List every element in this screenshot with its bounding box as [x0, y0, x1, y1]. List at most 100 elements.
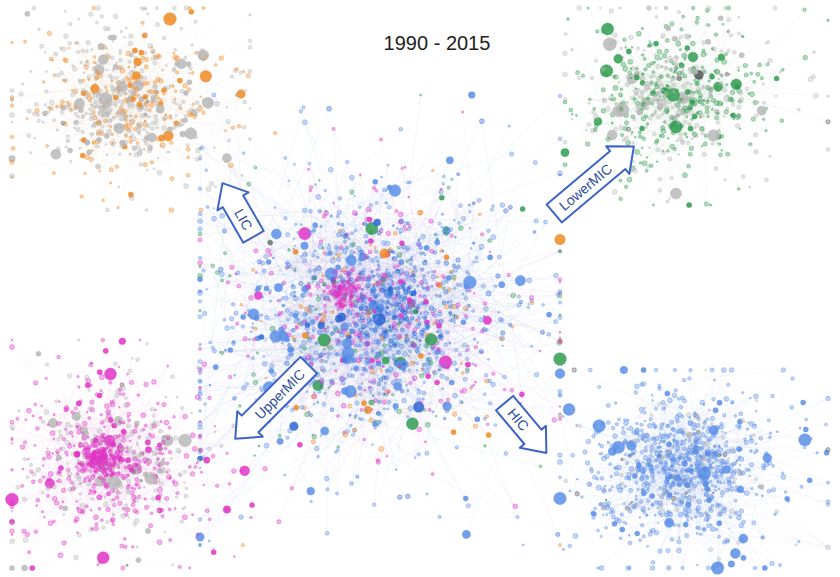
network-node — [198, 212, 202, 216]
network-link — [410, 95, 421, 182]
network-node — [406, 259, 409, 262]
network-node — [423, 382, 425, 384]
network-node — [228, 274, 231, 277]
network-node — [456, 368, 459, 371]
network-node — [409, 345, 411, 347]
network-node — [507, 273, 510, 276]
network-node — [297, 442, 302, 447]
network-node — [263, 356, 265, 358]
network-node — [269, 300, 271, 302]
network-node — [224, 349, 226, 351]
network-node — [198, 187, 201, 190]
network-node — [273, 257, 275, 259]
network-node — [468, 204, 470, 206]
network-node — [386, 269, 388, 271]
network-node — [387, 408, 389, 410]
network-node — [350, 482, 354, 486]
network-node — [286, 318, 289, 321]
network-link — [432, 251, 558, 535]
network-node — [337, 415, 340, 418]
network-node — [313, 403, 315, 405]
network-node — [558, 94, 562, 98]
network-node — [277, 438, 283, 444]
network-node — [285, 309, 289, 313]
network-node — [375, 256, 378, 259]
network-node — [314, 308, 317, 311]
network-node — [372, 395, 374, 397]
network-node — [248, 338, 250, 340]
network-node — [444, 255, 449, 260]
network-node — [228, 163, 233, 168]
network-node — [350, 250, 354, 254]
network-node — [337, 446, 340, 449]
network-node — [269, 271, 273, 275]
network-node — [555, 369, 565, 379]
network-node — [299, 110, 302, 113]
network-node — [500, 203, 505, 208]
network-node — [299, 345, 302, 348]
network-node — [330, 258, 335, 263]
network-node — [380, 368, 382, 370]
network-node — [382, 400, 386, 404]
network-node — [253, 380, 258, 385]
network-node — [364, 389, 366, 391]
network-node — [383, 366, 385, 368]
network-node — [370, 369, 375, 374]
network-node — [265, 315, 269, 319]
network-node — [410, 263, 413, 266]
network-node — [308, 209, 312, 213]
network-node — [396, 350, 400, 354]
network-node — [273, 131, 276, 134]
network-node — [516, 515, 519, 518]
network-node — [370, 400, 375, 405]
network-node — [251, 326, 254, 329]
network-node — [504, 209, 508, 213]
network-node — [228, 375, 232, 379]
network-node — [199, 409, 202, 412]
network-node — [359, 174, 361, 176]
network-node — [539, 465, 542, 468]
network-node — [369, 366, 372, 369]
network-node — [321, 427, 329, 435]
network-node — [202, 311, 207, 316]
network-node — [300, 406, 304, 410]
network-node — [387, 320, 389, 322]
network-node — [351, 368, 353, 370]
network-node — [198, 227, 202, 231]
network-node — [520, 206, 525, 211]
network-link — [374, 460, 378, 505]
network-node — [288, 343, 291, 346]
network-node — [517, 295, 520, 298]
network-node — [440, 188, 442, 190]
network-node — [393, 232, 397, 236]
network-node — [241, 386, 246, 391]
network-node — [463, 496, 468, 501]
network-node — [479, 119, 484, 124]
network-node — [450, 270, 453, 273]
network-node — [302, 208, 307, 213]
network-node — [404, 166, 406, 168]
network-node — [465, 350, 467, 352]
network-node — [436, 276, 438, 278]
network-node — [315, 316, 318, 319]
network-node — [323, 315, 327, 319]
network-node — [269, 254, 272, 257]
network-node — [344, 377, 347, 380]
network-node — [327, 356, 329, 358]
network-node — [501, 331, 505, 335]
network-node — [309, 414, 312, 417]
network-node — [237, 284, 241, 288]
network-node — [323, 328, 327, 332]
network-node — [292, 337, 295, 340]
network-node — [480, 233, 483, 236]
network-node — [502, 345, 504, 347]
network-node — [453, 393, 458, 398]
network-node — [559, 331, 561, 333]
network-node — [539, 350, 541, 352]
network-node — [223, 252, 226, 255]
network-node — [479, 318, 483, 322]
network-node — [441, 226, 443, 228]
network-node — [290, 486, 294, 490]
network-node — [473, 293, 475, 295]
network-node — [361, 418, 364, 421]
